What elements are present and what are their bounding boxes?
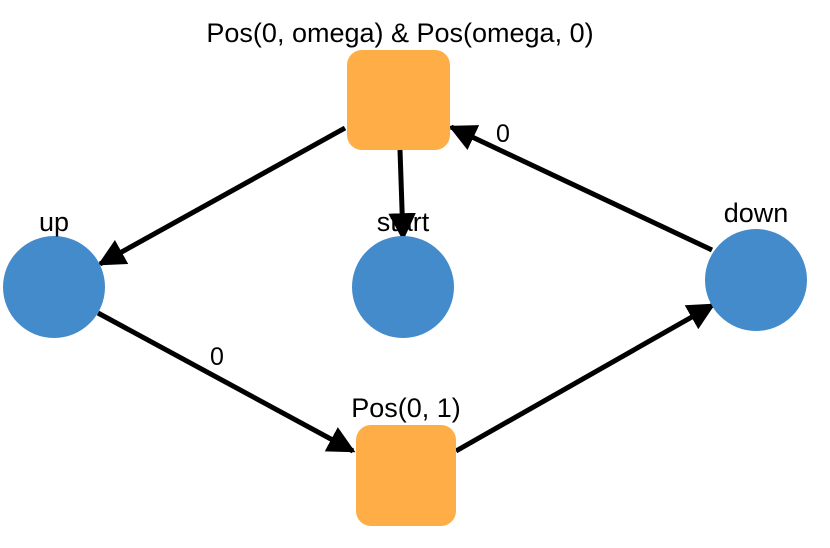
edge-label-down-to-pos-omega: 0 bbox=[496, 120, 510, 148]
edge-up-to-pos-0-1 bbox=[96, 310, 356, 454]
edge-pos-0-1-to-down bbox=[454, 302, 716, 454]
nodes bbox=[3, 50, 807, 526]
node-label-down: down bbox=[724, 198, 789, 228]
edge-down-to-pos-omega bbox=[448, 124, 714, 253]
edge-pos-omega-to-up bbox=[97, 125, 347, 267]
node-start bbox=[352, 236, 454, 338]
node-label-start: start bbox=[377, 207, 430, 237]
edges bbox=[96, 124, 716, 454]
node-pos-omega bbox=[347, 50, 450, 150]
node-down bbox=[705, 229, 807, 331]
node-label-pos-omega: Pos(0, omega) & Pos(omega, 0) bbox=[206, 18, 593, 48]
node-pos-0-1 bbox=[356, 425, 456, 526]
edge-pos-omega-to-start bbox=[388, 149, 416, 241]
edge-label-up-to-pos-0-1: 0 bbox=[210, 343, 224, 371]
node-up bbox=[3, 236, 105, 338]
node-label-up: up bbox=[39, 207, 69, 237]
node-label-pos-0-1: Pos(0, 1) bbox=[351, 393, 461, 423]
